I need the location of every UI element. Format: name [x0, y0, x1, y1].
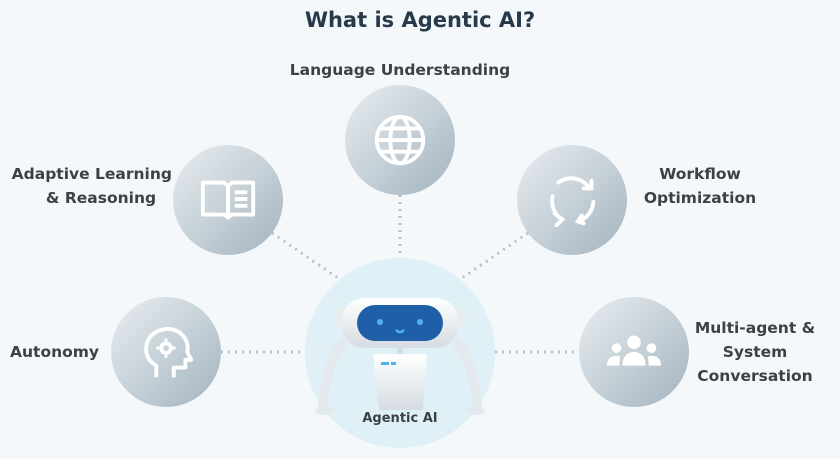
node-language [345, 85, 455, 195]
label-multiagent-line2: System [722, 343, 788, 361]
label-workflow-line1: Workflow [659, 165, 741, 183]
label-language: Language Understanding [289, 61, 511, 79]
head-gear-icon [144, 327, 194, 378]
node-autonomy [111, 297, 221, 407]
group-icon [606, 335, 662, 366]
label-autonomy: Autonomy [10, 343, 100, 361]
label-adaptive-line2: & Reasoning [45, 189, 157, 207]
center-label: Agentic AI [362, 411, 438, 426]
globe-icon [374, 114, 426, 166]
robot-icon [315, 298, 485, 415]
refresh-icon [550, 176, 596, 228]
book-icon [200, 180, 256, 220]
node-adaptive [173, 145, 283, 255]
node-multiagent [579, 297, 689, 407]
center-circle [305, 258, 495, 448]
label-multiagent-line1: Multi-agent & [694, 319, 816, 337]
label-adaptive-line1: Adaptive Learning [11, 165, 172, 183]
node-workflow [517, 145, 627, 255]
label-workflow: Workflow Optimization [640, 162, 760, 210]
page-title: What is Agentic AI? [304, 8, 536, 32]
label-workflow-line2: Optimization [643, 189, 757, 207]
label-adaptive: Adaptive Learning & Reasoning [10, 162, 172, 210]
label-multiagent: Multi-agent & System Conversation [690, 316, 820, 388]
label-multiagent-line3: Conversation [697, 367, 813, 385]
